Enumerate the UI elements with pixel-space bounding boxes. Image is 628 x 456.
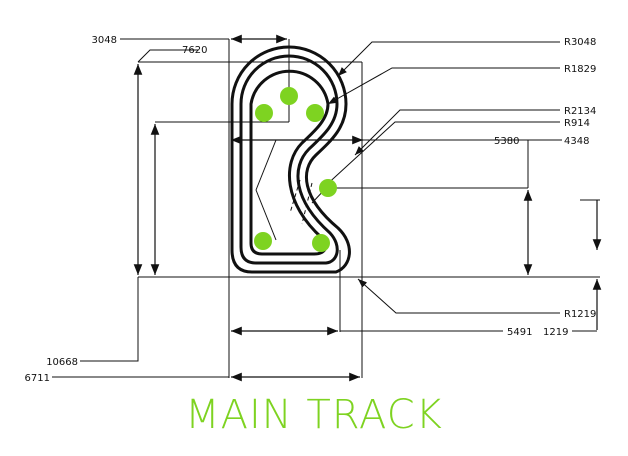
marker xyxy=(312,234,330,252)
label-r1219: R1219 xyxy=(564,309,596,320)
marker xyxy=(255,104,273,122)
label-6711: 6711 xyxy=(25,373,50,384)
leader-r1219 xyxy=(357,278,560,314)
label-4348: 4348 xyxy=(564,136,589,147)
label-r2134: R2134 xyxy=(564,106,596,117)
label-10668: 10668 xyxy=(46,357,78,368)
dashed-arc-lines xyxy=(289,179,313,225)
leader-7620-label xyxy=(137,49,198,63)
leader-r2134 xyxy=(354,109,560,156)
label-r914: R914 xyxy=(564,118,590,129)
diagram-title: MAIN TRACK xyxy=(185,392,443,438)
label-5491: 5491 xyxy=(507,327,532,338)
leader-r3048 xyxy=(337,41,560,77)
leader-lines xyxy=(52,38,597,378)
track xyxy=(230,45,351,274)
dimension-labels: 3048 7620 R3048 R1829 R2134 R914 5380 43… xyxy=(25,35,597,384)
leader-r914 xyxy=(322,121,560,189)
label-r1829: R1829 xyxy=(564,64,596,75)
label-1219: 1219 xyxy=(543,327,568,338)
leader-4348-label xyxy=(527,139,562,188)
track-outer-rail xyxy=(230,45,351,274)
marker xyxy=(280,87,298,105)
construction-lines xyxy=(138,39,600,378)
leader-r1829 xyxy=(327,67,560,105)
label-3048: 3048 xyxy=(92,35,117,46)
markers xyxy=(254,87,337,252)
marker xyxy=(254,232,272,250)
leader-10668-label xyxy=(80,277,139,362)
marker xyxy=(319,179,337,197)
label-r3048: R3048 xyxy=(564,37,596,48)
marker xyxy=(306,104,324,122)
label-7620: 7620 xyxy=(182,45,207,56)
dimension-arrows xyxy=(133,34,602,382)
label-5380: 5380 xyxy=(494,136,519,147)
